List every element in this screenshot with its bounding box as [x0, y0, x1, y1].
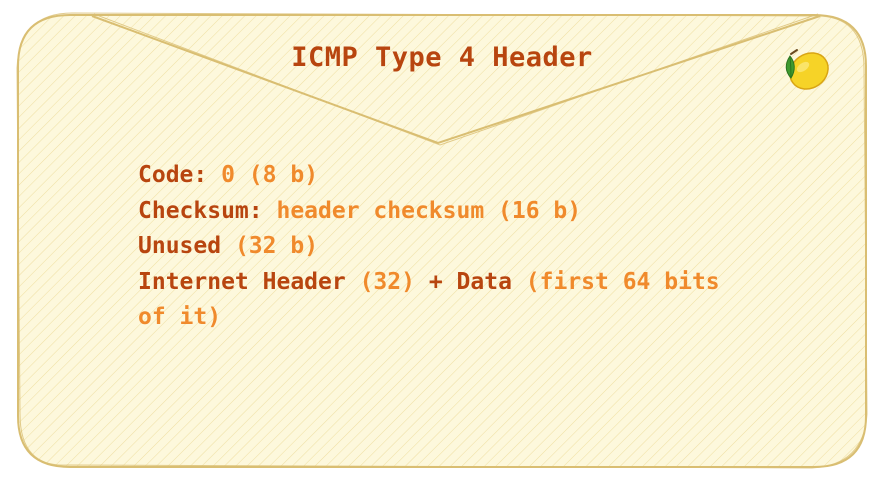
field-key-data: + Data — [428, 268, 512, 295]
field-internet-header: Internet Header (32) + Data (first 64 bi… — [138, 265, 818, 301]
field-unused: Unused (32 b) — [138, 229, 818, 265]
field-key: Checksum: — [138, 197, 263, 224]
field-value: (32 b) — [234, 233, 319, 259]
field-key: Code: — [138, 162, 208, 188]
lemon-icon — [785, 49, 829, 90]
field-value: header checksum (16 b) — [276, 197, 582, 224]
field-value-data: (first 64 bits — [525, 268, 720, 295]
field-value: of it) — [138, 304, 222, 330]
card-title: ICMP Type 4 Header — [291, 42, 593, 73]
field-internet-header-cont: of it) — [138, 300, 818, 336]
field-code: Code: 0 (8 b) — [138, 158, 818, 194]
field-checksum: Checksum: header checksum (16 b) — [138, 194, 818, 230]
header-fields: Code: 0 (8 b) Checksum: header checksum … — [138, 158, 818, 336]
field-key: Internet Header — [138, 268, 346, 295]
field-value: (32) — [359, 268, 415, 295]
field-value: 0 (8 b) — [221, 162, 319, 188]
field-key: Unused — [138, 233, 222, 259]
